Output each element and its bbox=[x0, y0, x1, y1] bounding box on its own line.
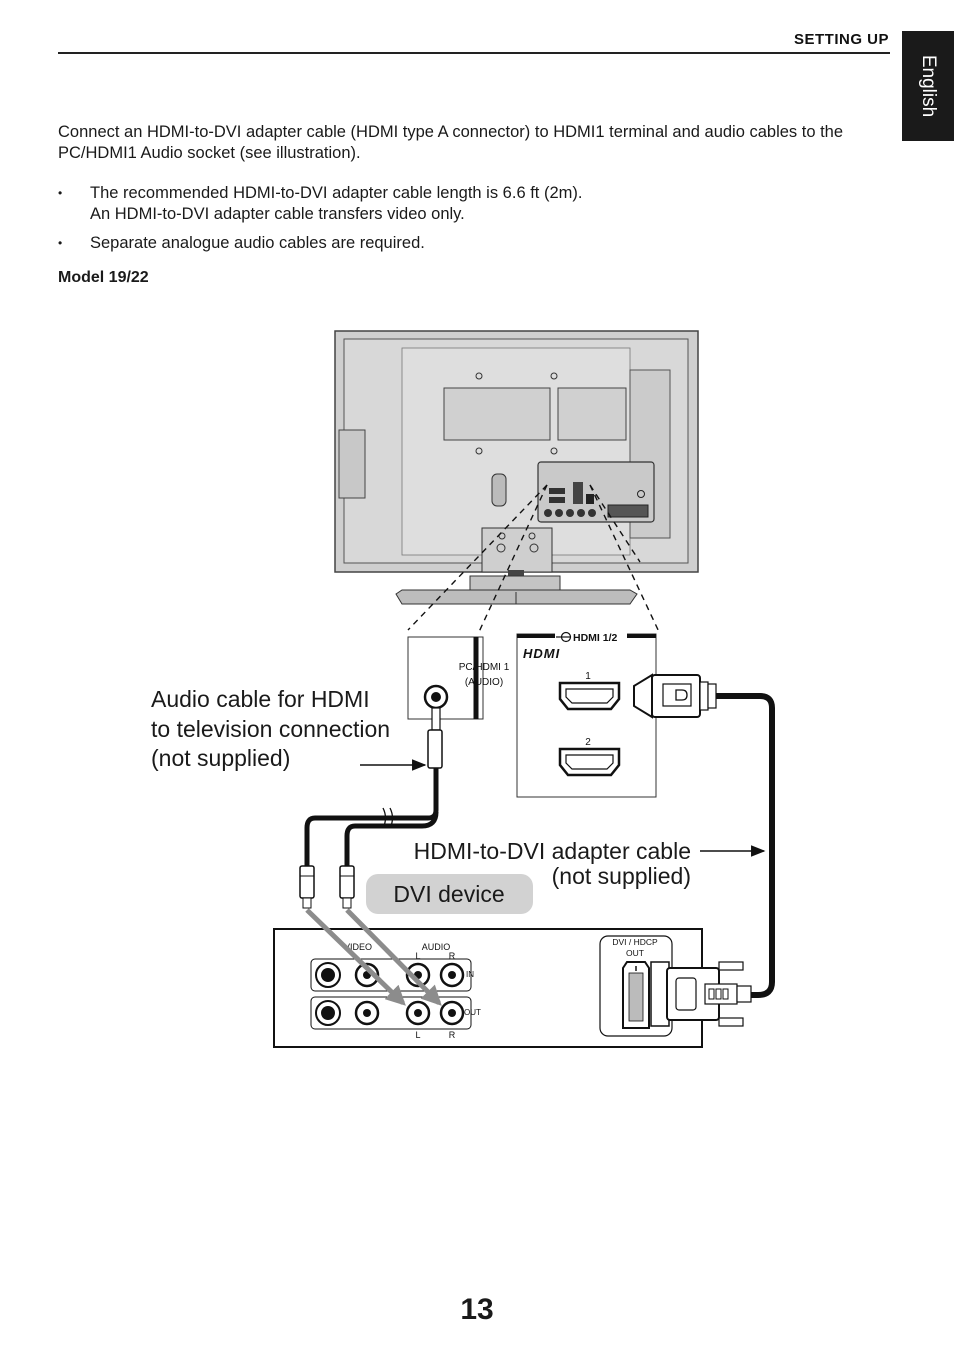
audio-r-label: R bbox=[449, 951, 456, 961]
language-tab bbox=[902, 31, 954, 141]
page-number: 13 bbox=[460, 1293, 494, 1326]
hdmi-input-panel: HDMI 1/2 HDMI 1 2 bbox=[516, 630, 657, 798]
bullet-text: The recommended HDMI-to-DVI adapter cabl… bbox=[90, 184, 583, 202]
bullet-item: • Separate analogue audio cables are req… bbox=[58, 233, 888, 254]
dvi-device-panel: VIDEO AUDIO L R IN OUT L R bbox=[273, 908, 752, 1048]
audio-panel-label-1: PC/HDMI 1 bbox=[459, 662, 510, 673]
out-l-label: L bbox=[415, 1030, 420, 1040]
bullet-text: Separate analogue audio cables are requi… bbox=[90, 234, 425, 252]
tv-rear-illustration bbox=[334, 330, 699, 605]
audio-caption-line-1: Audio cable for HDMI bbox=[151, 686, 370, 712]
audio-caption-line-3: (not supplied) bbox=[151, 745, 290, 771]
callout-lines bbox=[407, 484, 661, 635]
intro-paragraph: Connect an HDMI-to-DVI adapter cable (HD… bbox=[58, 123, 844, 162]
dvi-device-label: DVI device bbox=[393, 881, 504, 907]
dvi-out-label-1: DVI / HDCP bbox=[612, 937, 658, 947]
bullet-list: • The recommended HDMI-to-DVI adapter ca… bbox=[58, 183, 888, 262]
hdmi-to-dvi-cable bbox=[633, 673, 775, 998]
adapter-cable-caption: HDMI-to-DVI adapter cable (not supplied) bbox=[414, 838, 691, 889]
adapter-caption-line-2: (not supplied) bbox=[552, 863, 691, 889]
bullet-dot: • bbox=[58, 186, 63, 200]
header-divider bbox=[58, 52, 890, 54]
audio-cable bbox=[299, 707, 443, 909]
hdmi-logo: HDMI bbox=[523, 646, 560, 661]
bullet-text: An HDMI-to-DVI adapter cable transfers v… bbox=[90, 205, 465, 223]
dvi-out-label-2: OUT bbox=[626, 948, 644, 958]
audio-cable-caption: Audio cable for HDMI to television conne… bbox=[151, 686, 390, 771]
model-label: Model 19/22 bbox=[58, 269, 149, 286]
hdmi-port-2-label: 2 bbox=[585, 737, 591, 748]
in-label: IN bbox=[466, 970, 474, 979]
rca-jack-icon bbox=[354, 962, 465, 1026]
s-video-out-icon bbox=[315, 1000, 341, 1026]
adapter-caption-line-1: HDMI-to-DVI adapter cable bbox=[414, 838, 691, 864]
dvi-port-icon bbox=[622, 961, 650, 1029]
s-video-in-icon bbox=[315, 962, 341, 988]
out-r-label: R bbox=[449, 1030, 456, 1040]
audio-l-label: L bbox=[415, 951, 420, 961]
audio-caption-line-2: to television connection bbox=[151, 716, 390, 742]
audio-panel-label-2: (AUDIO) bbox=[465, 677, 503, 688]
dvi-connector-icon bbox=[650, 961, 752, 1027]
dvi-device-badge: DVI device bbox=[366, 874, 533, 914]
section-label: SETTING UP bbox=[793, 31, 889, 48]
audio-label: AUDIO bbox=[422, 942, 451, 952]
video-label: VIDEO bbox=[344, 942, 372, 952]
audio-input-panel: PC/HDMI 1 (AUDIO) bbox=[407, 636, 510, 720]
hdmi-panel-header: HDMI 1/2 bbox=[573, 632, 618, 644]
hdmi-port-1-icon bbox=[558, 681, 621, 711]
out-label: OUT bbox=[464, 1008, 481, 1017]
bullet-dot: • bbox=[58, 236, 63, 250]
bullet-item: • The recommended HDMI-to-DVI adapter ca… bbox=[58, 183, 888, 225]
connection-arrows bbox=[305, 908, 442, 1006]
hdmi-port-1-label: 1 bbox=[585, 671, 591, 682]
hdmi-port-2-icon bbox=[558, 747, 621, 777]
